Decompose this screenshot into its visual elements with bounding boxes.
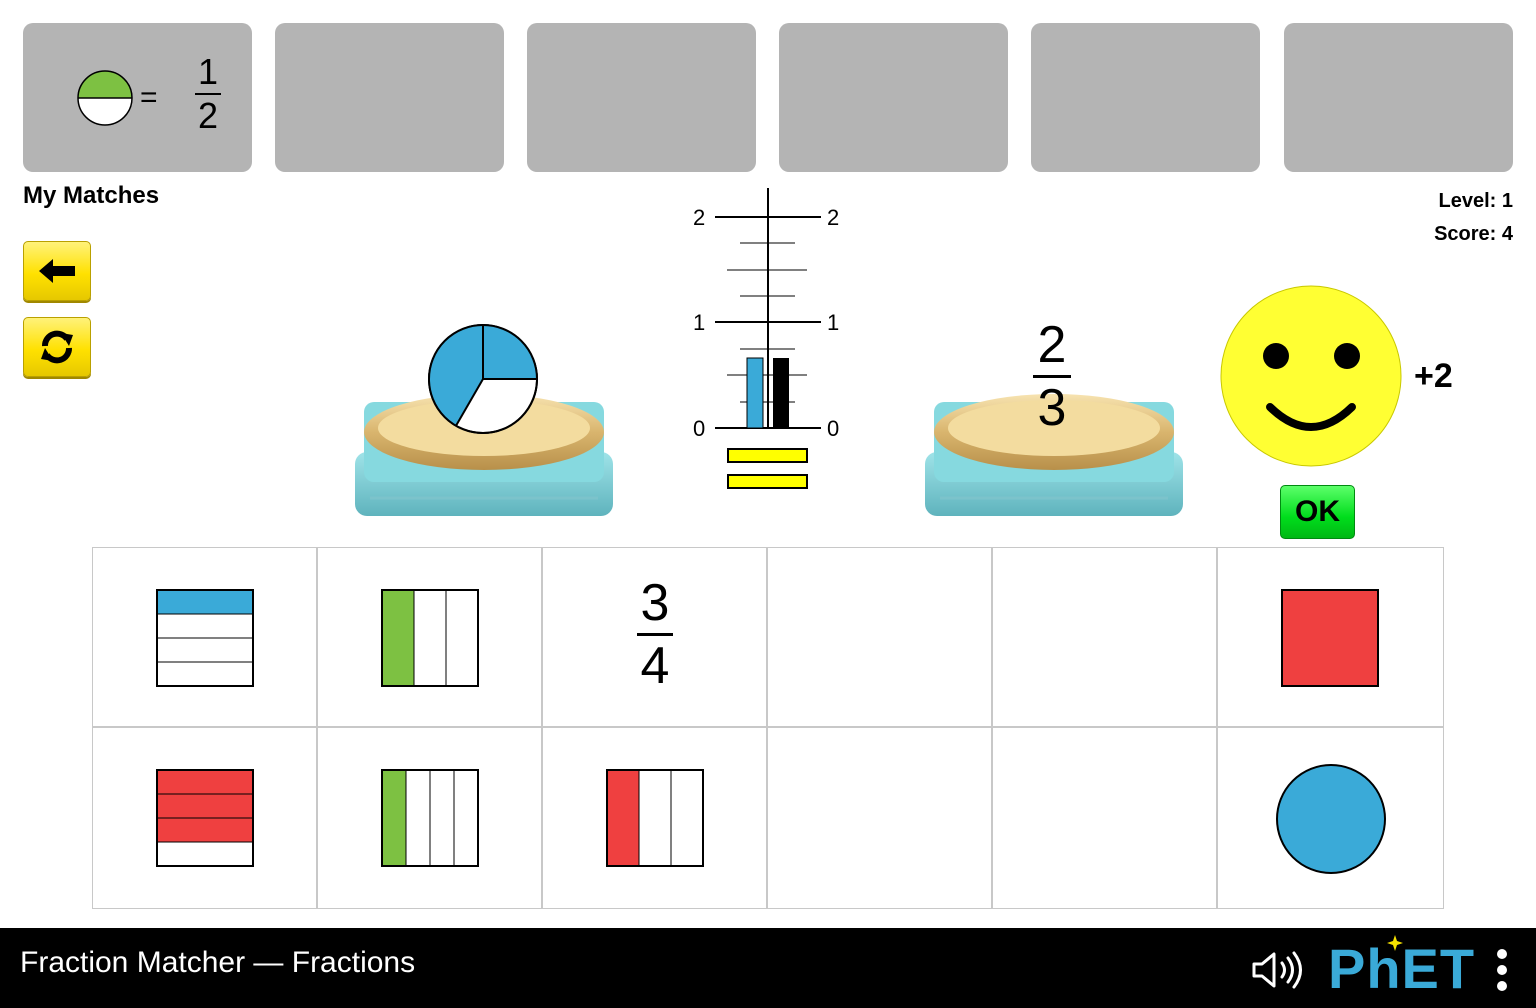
match-slot-3 bbox=[527, 23, 756, 172]
numerator: 3 bbox=[640, 574, 670, 632]
arrow-left-icon bbox=[39, 259, 75, 283]
left-value-bar bbox=[746, 357, 764, 429]
match-slot-4 bbox=[779, 23, 1008, 172]
navigation-bar: Fraction Matcher — Fractions PhET bbox=[0, 928, 1536, 1008]
number-line-comparison: 2 1 0 2 1 0 bbox=[693, 188, 839, 489]
blue-circle[interactable] bbox=[1275, 763, 1387, 875]
grid-cell bbox=[1217, 727, 1444, 909]
match-slot-1: = 1 2 bbox=[23, 23, 252, 172]
fraction-source-grid: 3 4 bbox=[92, 547, 1444, 909]
match-slot-6 bbox=[1284, 23, 1513, 172]
match-fraction: 1 2 bbox=[193, 53, 223, 135]
phet-logo-text: PhET bbox=[1328, 937, 1476, 1000]
horizontal-bars-one-quarter[interactable] bbox=[156, 589, 254, 687]
phet-logo[interactable]: PhET bbox=[1328, 935, 1476, 1000]
vertical-bars-red-one-third[interactable] bbox=[606, 769, 704, 867]
grid-cell bbox=[317, 727, 542, 909]
scale-fraction[interactable]: 2 3 bbox=[1027, 318, 1077, 435]
right-value-bar bbox=[773, 358, 789, 428]
right-scale bbox=[925, 394, 1183, 516]
vertical-bars-one-third[interactable] bbox=[381, 589, 479, 687]
numerator: 2 bbox=[1037, 316, 1067, 374]
left-tick-1: 1 bbox=[693, 310, 705, 335]
ok-button[interactable]: OK bbox=[1280, 485, 1355, 539]
match-slot-5 bbox=[1031, 23, 1260, 172]
smiley-face-icon bbox=[1220, 285, 1402, 467]
grid-cell bbox=[767, 727, 992, 909]
equals-indicator-icon bbox=[727, 448, 808, 489]
half-circle-icon bbox=[77, 70, 133, 126]
grid-cell bbox=[1217, 547, 1444, 727]
match-slot-2 bbox=[275, 23, 504, 172]
grid-cell bbox=[92, 547, 317, 727]
reset-button[interactable] bbox=[23, 317, 91, 377]
grid-cell bbox=[767, 547, 992, 727]
red-square[interactable] bbox=[1281, 589, 1379, 687]
grid-fraction[interactable]: 3 4 bbox=[630, 576, 680, 693]
back-button[interactable] bbox=[23, 241, 91, 301]
points-label: +2 bbox=[1414, 357, 1453, 395]
left-tick-2: 2 bbox=[693, 205, 705, 230]
refresh-icon bbox=[41, 330, 73, 364]
equals-sign: = bbox=[140, 81, 158, 114]
pie-two-thirds[interactable] bbox=[427, 323, 539, 435]
score-label: Score: 4 bbox=[1434, 223, 1513, 245]
left-tick-0: 0 bbox=[693, 416, 705, 441]
denominator: 2 bbox=[197, 95, 219, 136]
denominator: 4 bbox=[640, 637, 670, 695]
grid-cell bbox=[992, 727, 1217, 909]
level-label: Level: 1 bbox=[1438, 190, 1513, 212]
numerator: 1 bbox=[197, 51, 219, 92]
sim-title: Fraction Matcher — Fractions bbox=[20, 946, 416, 979]
phet-spark-icon bbox=[1387, 935, 1403, 951]
right-tick-2: 2 bbox=[827, 205, 839, 230]
grid-cell bbox=[992, 547, 1217, 727]
grid-cell: 3 4 bbox=[542, 547, 767, 727]
right-tick-0: 0 bbox=[827, 416, 839, 441]
sound-icon[interactable] bbox=[1250, 950, 1306, 990]
grid-cell bbox=[542, 727, 767, 909]
kebab-menu-icon[interactable] bbox=[1494, 948, 1510, 992]
denominator: 3 bbox=[1037, 379, 1067, 437]
my-matches-label: My Matches bbox=[23, 182, 160, 209]
vertical-bars-one-quarter[interactable] bbox=[381, 769, 479, 867]
right-tick-1: 1 bbox=[827, 310, 839, 335]
grid-cell bbox=[317, 547, 542, 727]
grid-cell bbox=[92, 727, 317, 909]
horizontal-bars-three-quarters[interactable] bbox=[156, 769, 254, 867]
